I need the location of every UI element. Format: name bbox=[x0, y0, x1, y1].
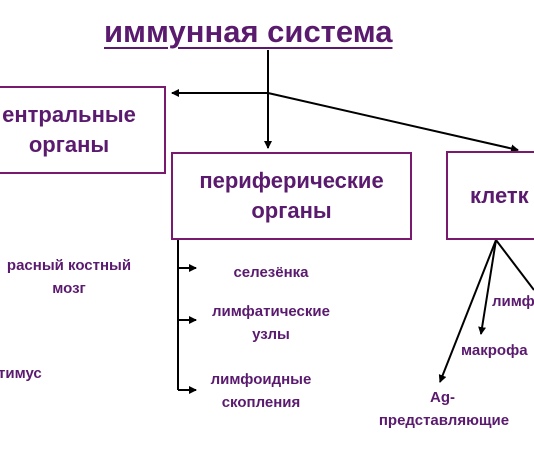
central-organs-label-line1: ентральные bbox=[2, 102, 136, 128]
arrow-to-lymph-cells bbox=[495, 239, 534, 291]
lymphoid-clusters-label-line1: лимфоидные bbox=[210, 371, 312, 388]
thymus-label: тимус bbox=[0, 365, 42, 382]
peripheral-organs-label-line2: органы bbox=[251, 198, 332, 223]
ag-presenting-label: Ag- представляющие bbox=[366, 387, 522, 432]
cells-box: клетк bbox=[446, 151, 534, 240]
lymph-nodes-label: лимфатические узлы bbox=[196, 301, 346, 346]
cells-label: клетк bbox=[470, 182, 529, 208]
peripheral-organs-box: периферические органы bbox=[171, 152, 412, 240]
bone-marrow-label-line1: расный костный bbox=[6, 257, 132, 274]
macrophages-label: макрофа bbox=[461, 342, 528, 359]
arrow-to-ag-presenting bbox=[438, 239, 497, 383]
lymph-nodes-label-line1: лимфатические bbox=[212, 303, 330, 320]
lymphoid-clusters-label: лимфоидные скопления bbox=[196, 369, 326, 414]
central-organs-box: ентральные органы bbox=[0, 86, 166, 174]
lymphoid-clusters-label-line2: скопления bbox=[221, 393, 301, 411]
central-organs-label-line2: органы bbox=[28, 132, 110, 157]
spleen-label: селезёнка bbox=[233, 264, 309, 281]
arrow-to-cells bbox=[267, 92, 519, 153]
lymphocytes-label: лимф bbox=[492, 293, 534, 310]
lymph-nodes-label-line2: узлы bbox=[252, 325, 290, 343]
arrow-to-macrophages bbox=[478, 239, 497, 335]
bone-marrow-label: расный костный мозг bbox=[0, 255, 144, 300]
ag-presenting-label-line1: Ag- bbox=[430, 389, 455, 406]
diagram-title: иммунная система bbox=[104, 14, 393, 49]
ag-presenting-label-line2: представляющие bbox=[378, 411, 510, 429]
bone-marrow-label-line2: мозг bbox=[52, 279, 86, 297]
peripheral-organs-label-line1: периферические bbox=[199, 168, 384, 194]
